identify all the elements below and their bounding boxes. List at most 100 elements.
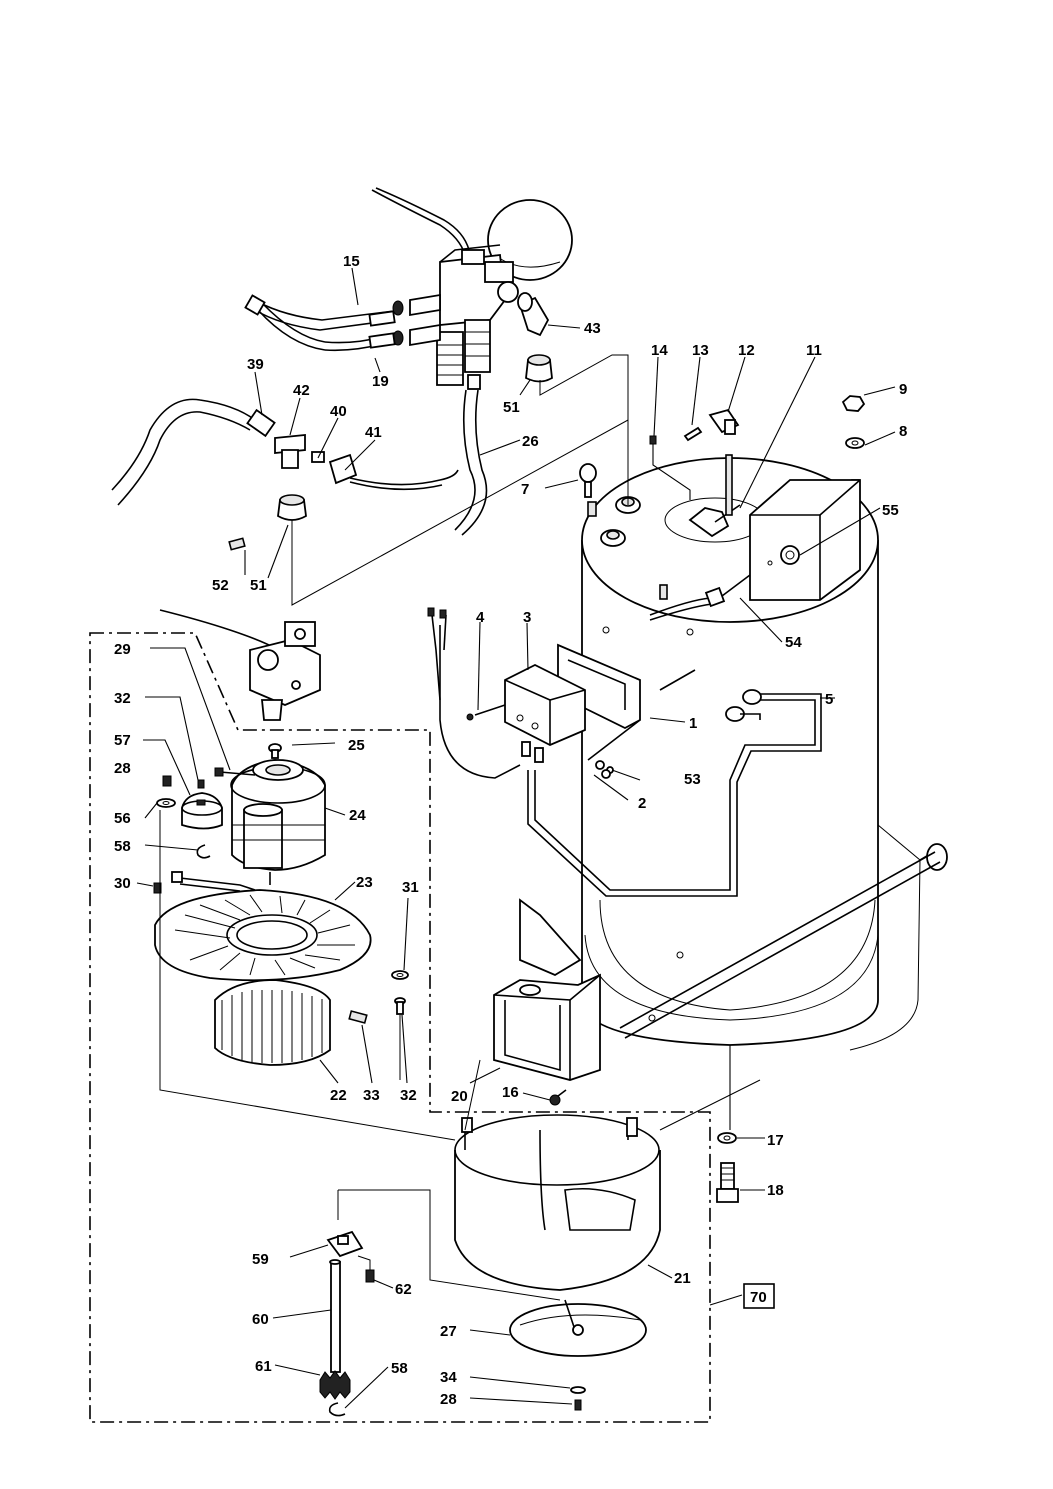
ignition-transformer: [427, 607, 696, 779]
label-70: 70: [750, 1289, 767, 1306]
label-23: 23: [356, 874, 373, 891]
label-4: 4: [476, 609, 485, 626]
label-33: 33: [363, 1087, 380, 1104]
clip-58-bottom: [328, 1402, 346, 1417]
label-20: 20: [451, 1088, 468, 1105]
pressure-valve-assembly: [371, 187, 573, 390]
label-34: 34: [440, 1369, 457, 1386]
screw-32-left: [197, 779, 205, 789]
label-70-box: [743, 1283, 775, 1309]
label-42: 42: [293, 382, 310, 399]
nut-9: [841, 395, 866, 412]
label-22: 22: [330, 1087, 347, 1104]
label-16: 16: [502, 1084, 519, 1101]
screw-28-bottom: [574, 1399, 582, 1411]
clip-58-top: [196, 844, 211, 859]
label-28-top: 28: [114, 760, 131, 777]
label-18: 18: [767, 1182, 784, 1199]
label-59: 59: [252, 1251, 269, 1268]
screw-14: [649, 435, 691, 500]
label-51-upper: 51: [503, 399, 520, 416]
label-32-right: 32: [400, 1087, 417, 1104]
gear-cap-57: [181, 792, 223, 830]
air-inlet-housing: [454, 1114, 661, 1291]
label-40: 40: [330, 403, 347, 420]
label-52: 52: [212, 577, 229, 594]
label-62: 62: [395, 1281, 412, 1298]
junction-box: [749, 479, 861, 601]
label-17: 17: [767, 1132, 784, 1149]
pin-13: [683, 426, 703, 442]
leader-lines: [136, 267, 896, 1409]
label-43: 43: [584, 320, 601, 337]
label-7: 7: [521, 481, 529, 498]
screw-62: [365, 1269, 375, 1283]
fan-housing: [154, 889, 372, 982]
assembly-lines: [159, 354, 761, 1301]
label-53: 53: [684, 771, 701, 788]
label-28-bottom: 28: [440, 1391, 457, 1408]
label-25: 25: [348, 737, 365, 754]
label-15: 15: [343, 253, 360, 270]
label-39: 39: [247, 356, 264, 373]
set-screw-33: [348, 1010, 368, 1024]
eye-bolt-7: [579, 463, 597, 498]
burner-housing: [493, 898, 601, 1081]
label-58-top: 58: [114, 838, 131, 855]
screw-29: [214, 767, 256, 777]
label-51-lower: 51: [250, 577, 267, 594]
label-58-bottom: 58: [391, 1360, 408, 1377]
bracket-59: [326, 1230, 364, 1258]
label-13: 13: [692, 342, 709, 359]
label-54: 54: [785, 634, 802, 651]
set-screw-52: [228, 537, 246, 551]
sensor-cable: [649, 574, 751, 621]
washer-and-bolt: [716, 1045, 739, 1203]
cap-51-lower: [277, 494, 307, 521]
screw-28-top: [162, 775, 172, 787]
pipe: [527, 689, 822, 897]
label-41: 41: [365, 424, 382, 441]
shaft-60: [329, 1259, 341, 1373]
gear-61: [319, 1370, 351, 1400]
screw-16: [549, 1089, 567, 1106]
label-32-left: 32: [114, 690, 131, 707]
assembly-group-outline: [89, 632, 711, 1423]
screw-25: [268, 743, 282, 759]
label-9: 9: [899, 381, 907, 398]
label-56: 56: [114, 810, 131, 827]
label-1: 1: [689, 715, 697, 732]
elbow-12: [708, 408, 740, 435]
label-26: 26: [522, 433, 539, 450]
label-30: 30: [114, 875, 131, 892]
label-11: 11: [806, 342, 822, 359]
label-31: 31: [402, 879, 419, 896]
label-57: 57: [114, 732, 131, 749]
label-61: 61: [255, 1358, 272, 1375]
label-14: 14: [651, 342, 668, 359]
part-labels: 15 19 43 51 26 39 42 40 41 7 52 51 14 13…: [114, 253, 907, 1408]
screw-32-right: [394, 997, 406, 1015]
linkage: [171, 871, 256, 892]
label-60: 60: [252, 1311, 269, 1328]
label-8: 8: [899, 423, 907, 440]
hoses: [244, 294, 396, 352]
label-5: 5: [825, 691, 833, 708]
washer-8: [845, 437, 865, 449]
air-disc: [509, 1299, 647, 1357]
label-3: 3: [523, 609, 531, 626]
label-12: 12: [738, 342, 755, 359]
elbow-fitting: [517, 292, 550, 337]
washer-31: [391, 970, 409, 980]
label-55: 55: [882, 502, 899, 519]
label-21: 21: [674, 1270, 691, 1287]
fan-wheel: [214, 979, 331, 1066]
burner-motor: [230, 759, 326, 885]
hose-26: [454, 389, 488, 536]
washer-34: [570, 1386, 586, 1394]
cap-51-upper: [525, 354, 553, 383]
label-19: 19: [372, 373, 389, 390]
hose-39: [111, 398, 459, 506]
gas-valve: [159, 609, 321, 721]
